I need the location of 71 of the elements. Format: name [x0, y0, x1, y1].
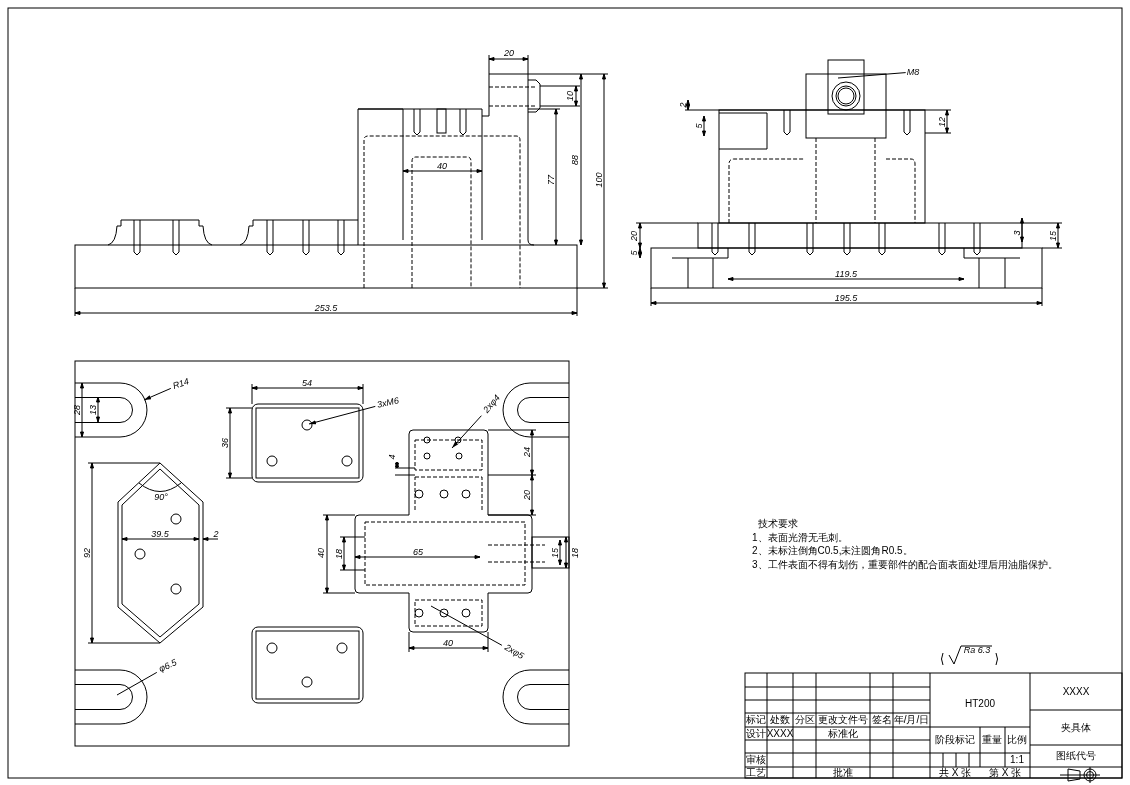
dimension-text: 4	[387, 454, 397, 460]
note-text: 3、工件表面不得有划伤，重要部件的配合面表面处理后用油脂保护。	[752, 560, 1058, 570]
dimension-text: 12	[937, 117, 947, 127]
title-block-text: XXXX	[766, 729, 794, 739]
dimension-text: 88	[570, 155, 580, 165]
roughness-value: Ra 6.3	[963, 645, 991, 655]
title-block-text: 处数	[770, 715, 790, 725]
dimension-text: 24	[522, 447, 532, 457]
title-block-text: 阶段标记	[935, 735, 975, 745]
dimension-text: 15	[550, 548, 560, 558]
title-block-text: 重量	[982, 735, 1002, 745]
title-block-text: 图纸代号	[1056, 751, 1096, 761]
title-block-text: 标记	[746, 715, 766, 725]
title-block-text: 工艺	[746, 768, 766, 778]
dimension-text: 15	[1048, 231, 1058, 241]
leader-line	[451, 415, 482, 449]
dimension-text: 5	[629, 250, 639, 256]
callout-text: φ6.5	[157, 658, 179, 674]
dimension-text: 92	[82, 548, 92, 558]
dimension-text: 2	[213, 529, 219, 539]
title-block-text: 设计	[746, 729, 766, 739]
dimension-text: 40	[443, 638, 453, 648]
title-block-text: 审核	[746, 755, 766, 765]
dimension-text: 18	[334, 549, 344, 559]
dimension-text: 20	[522, 490, 532, 500]
leader-line	[430, 605, 503, 646]
note-text: 1、表面光滑无毛刺。	[752, 533, 848, 543]
dimension-text: 119.5	[835, 269, 857, 279]
dimension-text: 10	[565, 91, 575, 101]
dimension-text: 54	[302, 378, 312, 388]
dimension-text: 5	[694, 123, 704, 129]
note-heading: 技术要求	[758, 519, 798, 529]
leader-line	[308, 405, 376, 425]
dimension-text: 65	[413, 547, 423, 557]
title-block-text: 年/月/日	[893, 715, 930, 725]
callout-text: 3xM6	[376, 396, 400, 410]
dimension-text: 20	[504, 48, 514, 58]
dimension-text: 3	[1012, 230, 1022, 236]
title-block-text: 标准化	[828, 729, 858, 739]
dimension-text: 2	[678, 102, 688, 108]
callout-text: 2xφ5	[502, 643, 526, 661]
dimension-text: 36	[220, 438, 230, 448]
dimension-text: 13	[88, 405, 98, 415]
title-block-text: 共 X 张	[938, 768, 972, 778]
title-block-text: 夹具体	[1061, 723, 1091, 733]
callout-text: R14	[171, 377, 191, 391]
title-block-text: 第 X 张	[988, 768, 1022, 778]
title-block-text: 分区	[794, 715, 815, 725]
dimension-text: 40	[437, 161, 447, 171]
dimension-text: 18	[570, 548, 580, 558]
title-block-text: 比例	[1007, 735, 1027, 745]
leader-line	[837, 72, 907, 79]
title-block-text: 批准	[833, 768, 853, 778]
dimension-text: 40	[316, 548, 326, 558]
dimension-text: 195.5	[834, 293, 858, 303]
dimension-text: 20	[629, 231, 639, 241]
leader-line	[116, 671, 158, 696]
dimension-text: 28	[72, 405, 82, 415]
dimension-text: 90°	[154, 492, 168, 502]
dimension-text: 77	[546, 175, 556, 185]
title-block-text: 签名	[871, 715, 892, 725]
leader-line	[143, 387, 172, 401]
title-block-text: 更改文件号	[818, 715, 868, 725]
note-text: 2、未标注倒角C0.5,未注圆角R0.5。	[752, 546, 913, 556]
title-block-text: HT200	[965, 699, 995, 709]
callout-text: M8	[906, 67, 920, 77]
dimension-text: 100	[594, 172, 604, 188]
dimension-text: 39.5	[151, 529, 169, 539]
title-block-text: 1:1	[1010, 755, 1024, 765]
title-block-text: XXXX	[1062, 687, 1090, 697]
dimension-text: 253.5	[314, 303, 338, 313]
